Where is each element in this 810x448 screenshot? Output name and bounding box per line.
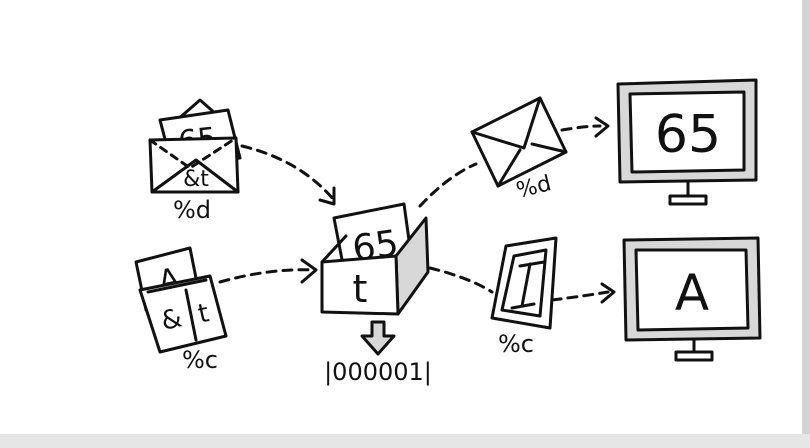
char-envelope-divider <box>184 288 198 342</box>
out-char-cursor-top <box>518 260 546 268</box>
int-monitor-output: 65 <box>655 105 721 165</box>
int-input-arrow <box>240 144 336 202</box>
envelope-address-text: &t <box>183 167 209 192</box>
out-envelope-body <box>470 96 568 188</box>
char-monitor: A <box>622 236 762 362</box>
char-monitor-screen <box>634 248 750 332</box>
to-int-monitor-arrowhead <box>594 116 610 138</box>
int-format-label: %d <box>173 196 211 224</box>
int-input-envelope: 65 &t %d <box>148 98 242 224</box>
char-envelope-flap-line <box>146 278 208 294</box>
out-envelope-flap <box>470 96 542 150</box>
out-char-cursor-bottom <box>510 302 536 310</box>
out-char-cursor-stem <box>520 262 532 308</box>
to-char-monitor-arrowhead <box>600 282 616 304</box>
char-input-envelope: A & t %c <box>134 246 228 374</box>
int-monitor-stand <box>668 194 708 206</box>
char-envelope-body <box>138 274 228 354</box>
box-down-arrow <box>360 320 396 356</box>
int-monitor-screen <box>628 90 746 174</box>
out-char-card-inner <box>500 248 548 318</box>
out-envelope-right-fold <box>530 142 568 154</box>
char-output-card: %c <box>490 236 558 358</box>
out-envelope-left-fold <box>496 148 522 188</box>
char-format-label: %c <box>182 346 218 374</box>
envelope-bottom-fold <box>150 158 240 194</box>
char-monitor-stand <box>674 350 714 362</box>
box-front <box>320 254 400 316</box>
envelope-fold <box>148 136 238 170</box>
right-edge-strip <box>802 0 810 448</box>
binary-value: |000001| <box>324 358 432 386</box>
out-char-format-label: %c <box>498 330 534 358</box>
char-monitor-output: A <box>675 264 709 322</box>
char-input-arrowhead <box>300 258 318 284</box>
box-to-int-envelope-arrow <box>418 162 478 208</box>
int-monitor: 65 <box>616 78 758 206</box>
bottom-edge-strip <box>0 434 810 448</box>
to-int-monitor-arrow <box>560 124 602 132</box>
to-char-monitor-arrow <box>550 290 610 302</box>
variable-box: 65 t |000001| <box>320 202 432 386</box>
char-input-arrow <box>218 268 316 284</box>
box-left-flap <box>320 234 348 264</box>
box-variable-name: t <box>353 267 368 311</box>
int-input-arrowhead <box>318 186 336 206</box>
box-to-char-envelope-arrow <box>428 266 494 294</box>
int-output-envelope: %d <box>470 96 568 204</box>
